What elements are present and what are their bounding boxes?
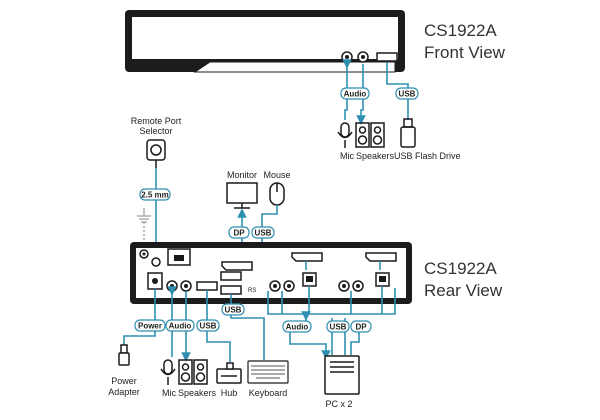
tag-audio-pc-text: Audio [286,323,309,332]
console-dp-port [221,261,253,271]
remote-port-selector-icon [146,139,166,168]
tag-usb-mouse [251,226,275,239]
tag-usb-keyboard [221,303,245,316]
keyboard-icon [247,360,289,384]
microphone-icon [160,359,176,385]
tag-power [134,319,166,332]
label-keyboard: Keyboard [249,388,288,398]
tag-audio-front [340,87,370,100]
rear-model-title: CS1922A [424,259,497,278]
tag-dp-monitor-text: DP [233,229,245,238]
tag-usb-hub-text: USB [200,322,217,331]
tag-dp-pc-text: DP [355,323,367,332]
pc-tower-icon [324,355,360,395]
monitor-icon [226,182,258,209]
tag-usb-front [395,87,419,100]
label-power-adapter-2: Adapter [108,387,140,397]
rear-unit: RS [130,242,412,304]
tag-power-text: Power [138,322,162,331]
front-unit [125,10,405,73]
console-usb-port-1 [220,271,242,281]
front-view-title: Front View [424,43,506,62]
label-mic-rear: Mic [162,388,176,398]
tag-dp-pc [350,320,372,333]
pc1-dp-port [291,252,323,262]
rear-view-title: Rear View [424,281,503,300]
speakers-icon [355,122,385,148]
tag-2-5mm-text: 2.5 mm [141,191,169,200]
tag-usb-front-text: USB [399,90,416,99]
label-mouse: Mouse [263,170,290,180]
label-flash-drive: USB Flash Drive [394,151,461,161]
tag-usb-pc-text: USB [330,323,347,332]
tag-audio-pc [282,320,312,333]
speakers-icon [178,359,208,385]
rear-usb-hub-port [196,281,218,291]
rear-small-mark: RS [248,288,256,294]
tag-audio-rear-text: Audio [169,322,192,331]
tag-usb-hub [196,319,220,332]
ground-icon [137,208,151,250]
label-speakers-rear: Speakers [178,388,217,398]
label-speakers-front: Speakers [356,151,395,161]
tag-audio-rear [165,319,195,332]
usb-flash-drive-icon [400,118,416,148]
microphone-icon [337,122,353,148]
tag-usb-keyboard-text: USB [225,306,242,315]
label-remote-port-1: Remote Port [131,116,182,126]
tag-dp-monitor [228,226,250,239]
console-usb-port-2 [220,285,242,295]
mouse-icon [269,182,285,206]
tag-2-5mm [139,188,171,201]
front-model-title: CS1922A [424,21,497,40]
tag-audio-front-text: Audio [344,90,367,99]
label-remote-port-2: Selector [139,126,172,136]
label-hub: Hub [221,388,238,398]
pc2-dp-port [365,252,397,262]
label-power-adapter-1: Power [111,376,137,386]
tag-usb-mouse-text: USB [255,229,272,238]
power-adapter-icon [118,344,130,366]
hub-icon [216,362,242,384]
remote-port-jack [151,257,161,267]
tag-usb-pc [326,320,350,333]
label-monitor: Monitor [227,170,257,180]
label-pc: PC x 2 [325,399,352,409]
front-usb-port [376,52,398,62]
label-mic-front: Mic [340,151,354,161]
